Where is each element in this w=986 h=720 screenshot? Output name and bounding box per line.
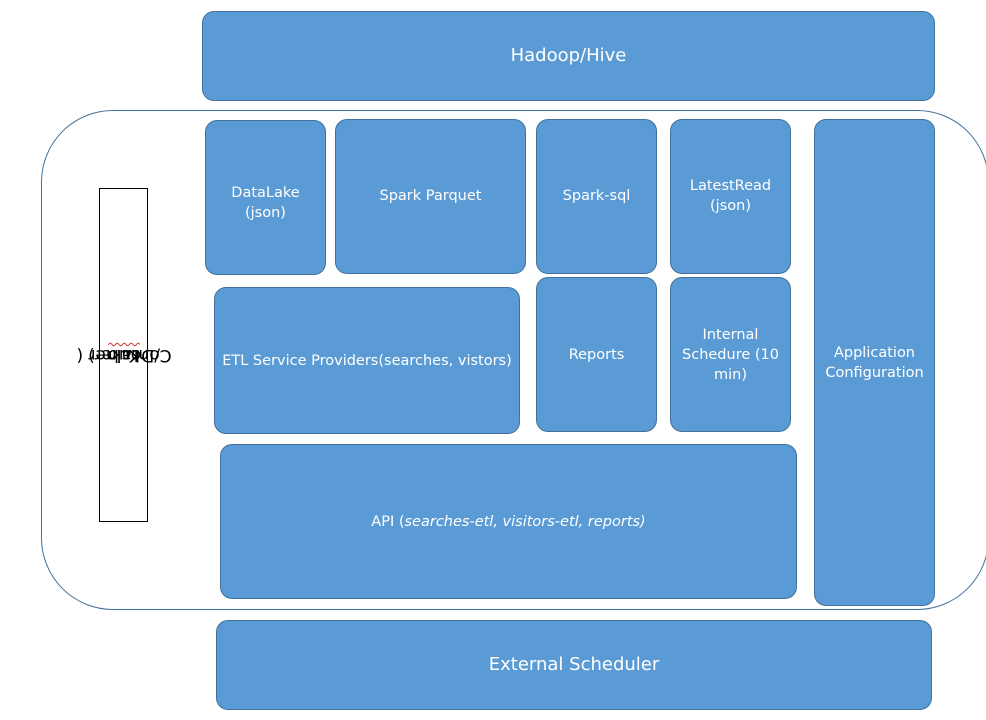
hadoop-hive-label: Hadoop/Hive [510,45,627,66]
application-configuration-box: Application Configuration [814,119,935,606]
datalake-label: DataLake (json) [231,185,300,221]
latest-read-label: LatestRead (json) [689,178,772,214]
etl-service-providers-box: ETL Service Providers(searches, vistors) [214,287,520,434]
application-configuration-label: Application Configuration [825,344,924,381]
etl-service-providers-label: ETL Service Providers(searches, vistors) [222,352,512,369]
internal-schedule-box: Internal Schedure (10 min) [670,277,791,432]
datalake-box: DataLake (json) [205,120,326,275]
internal-schedule-label: Internal Schedure (10 min) [682,326,779,383]
spark-sql-label: Spark-sql [562,188,631,204]
container-label-box: Container (Kub/Docker) [76,188,171,522]
api-label: API (searches-etl, visitors-etl, reports… [371,513,646,530]
hadoop-hive-box: Hadoop/Hive [202,11,935,101]
latest-read-box: LatestRead (json) [670,119,791,274]
spark-parquet-box: Spark Parquet [335,119,526,274]
external-scheduler-box: External Scheduler [216,620,932,710]
spark-parquet-label: Spark Parquet [379,188,482,204]
spark-sql-box: Spark-sql [536,119,657,274]
reports-label: Reports [568,346,625,363]
container-boundary [41,110,986,610]
api-box: API (searches-etl, visitors-etl, reports… [220,444,797,599]
external-scheduler-label: External Scheduler [488,654,660,675]
reports-box: Reports [536,277,657,432]
